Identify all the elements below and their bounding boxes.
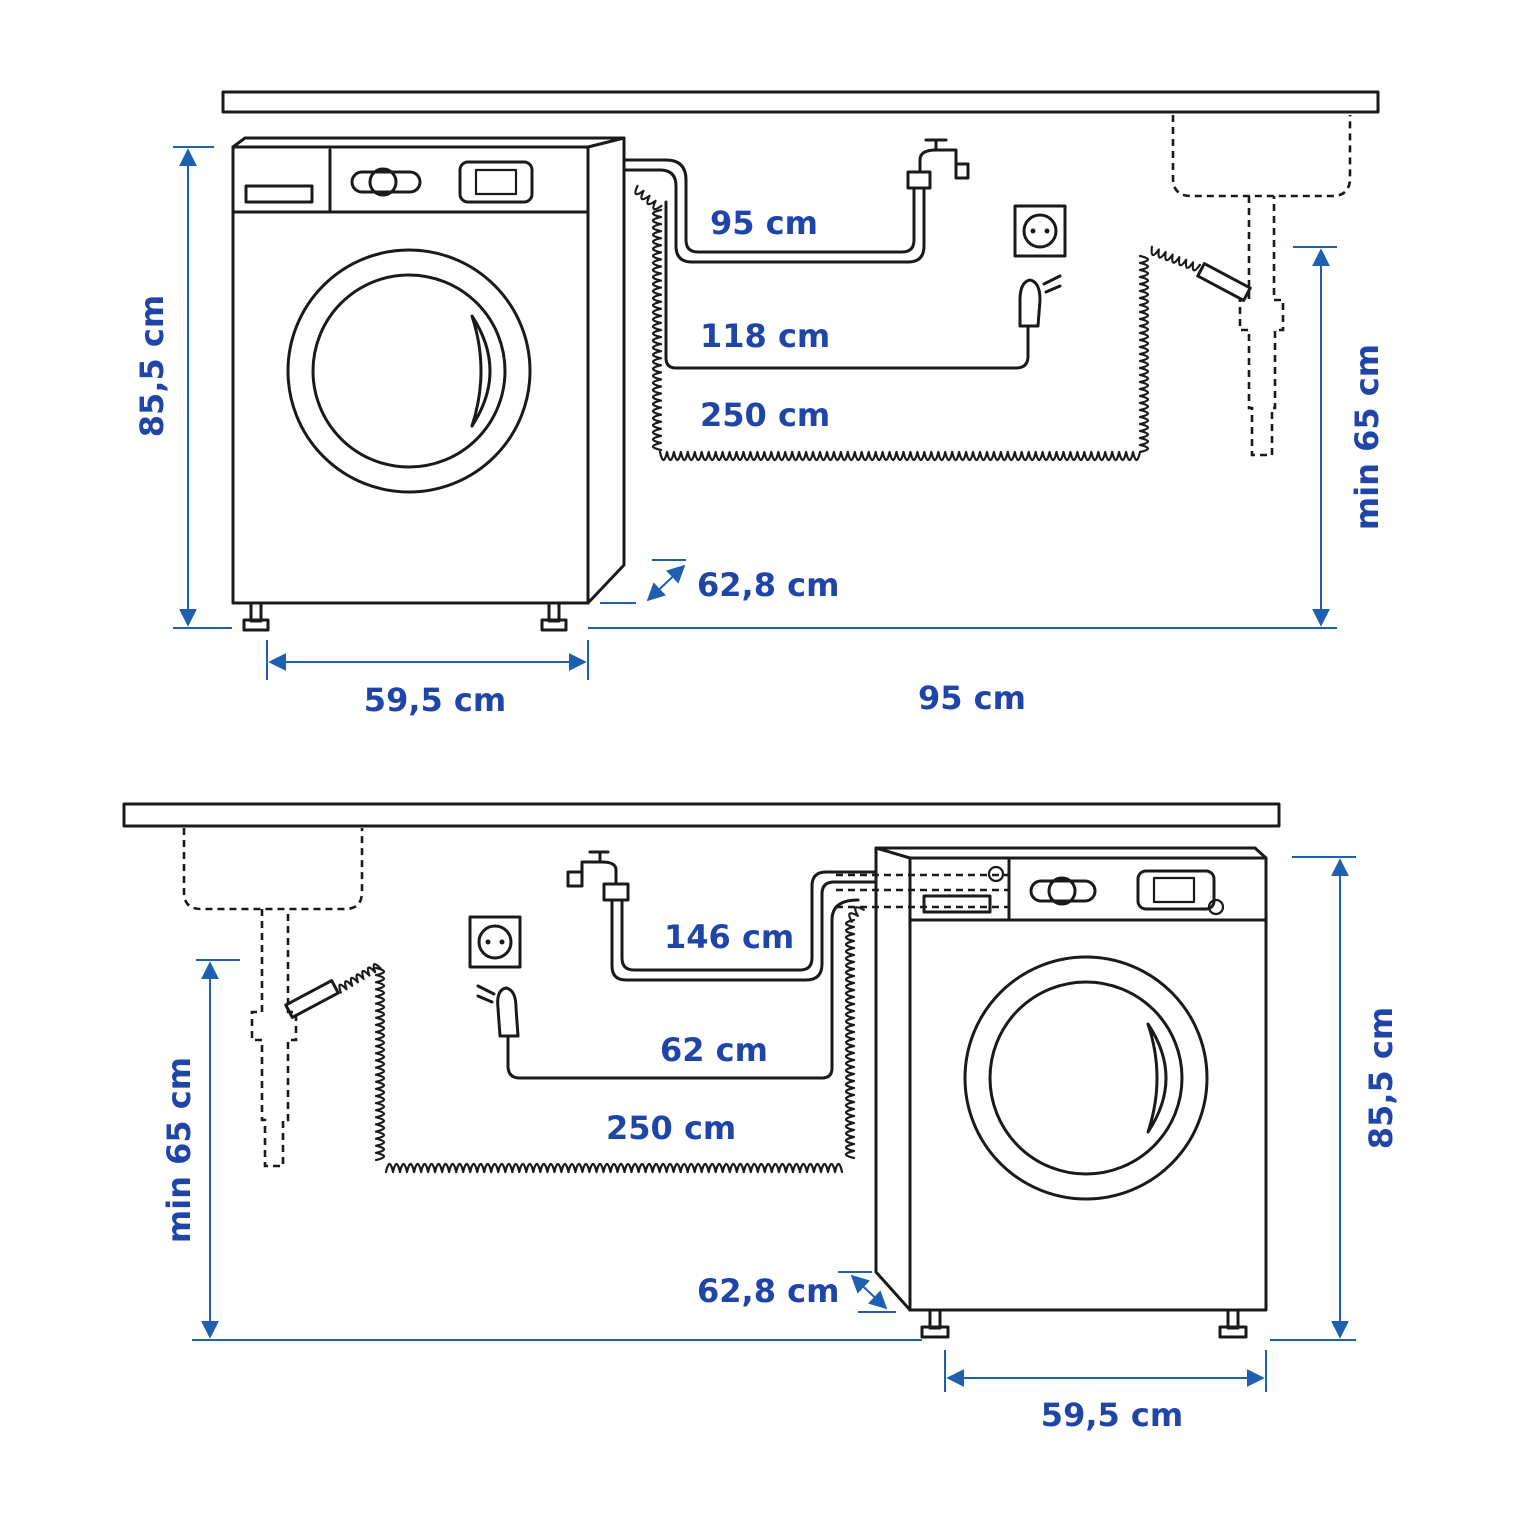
drain-height-label: min 65 cm (160, 1057, 198, 1243)
detergent-drawer (922, 894, 992, 914)
drain-hose-end (1196, 262, 1252, 302)
power-cord-label: 118 cm (700, 317, 830, 355)
plug-icon (476, 984, 520, 1038)
height-dimension: 85,5 cm (133, 146, 232, 629)
drain-distance-label: 95 cm (918, 679, 1026, 717)
program-dial (350, 167, 422, 197)
plug-icon (1018, 274, 1062, 328)
countertop (221, 90, 1380, 114)
width-dimension: 59,5 cm (266, 640, 589, 719)
drain-hose-label: 250 cm (700, 396, 830, 434)
drain-hose-coil (1150, 245, 1201, 272)
drain-height-label: min 65 cm (1348, 344, 1386, 530)
display-panel (1136, 869, 1216, 911)
drain-hose (634, 184, 1252, 462)
foot (928, 1308, 942, 1330)
inlet-hose (610, 870, 878, 982)
inlet-hose-label: 95 cm (710, 204, 818, 242)
height-label: 85,5 cm (1362, 1007, 1400, 1149)
detergent-drawer (244, 184, 314, 204)
drain-height-dimension: min 65 cm (1293, 246, 1386, 627)
depth-dimension: 62,8 cm (697, 1271, 896, 1313)
water-tap-icon (566, 850, 630, 902)
power-cord (506, 898, 860, 1080)
depth-label: 62,8 cm (697, 1272, 839, 1310)
height-label: 85,5 cm (133, 295, 171, 437)
door-icon (286, 248, 532, 494)
foot (547, 601, 561, 623)
top-diagram: 85,5 cm 59,5 cm 62,8 cm min 65 cm 95 cm … (133, 90, 1386, 719)
width-label: 59,5 cm (364, 681, 506, 719)
drain-hose-label: 250 cm (606, 1109, 736, 1147)
inlet-hose (622, 158, 926, 264)
countertop (122, 802, 1281, 828)
washing-machine (231, 136, 626, 632)
display-panel (458, 160, 534, 204)
drain-hose-end (284, 979, 340, 1019)
door-icon (963, 955, 1209, 1201)
sink (1171, 115, 1352, 457)
socket-icon (1013, 204, 1067, 258)
drain-height-dimension: min 65 cm (160, 959, 240, 1339)
drain-hose-coil (634, 184, 663, 211)
drain-hose-coil (338, 963, 382, 994)
depth-label: 62,8 cm (697, 566, 839, 604)
width-dimension: 59,5 cm (944, 1350, 1267, 1434)
bottom-diagram: 85,5 cm 59,5 cm 62,8 cm min 65 cm 146 cm… (122, 802, 1400, 1434)
program-dial (1029, 876, 1097, 906)
depth-dimension: 62,8 cm (600, 559, 839, 604)
power-cord-label: 62 cm (660, 1031, 768, 1069)
height-dimension: 85,5 cm (1270, 856, 1400, 1341)
drain-hose (284, 906, 865, 1174)
washing-machine (836, 846, 1268, 1339)
power-cord (664, 200, 1030, 370)
water-tap-icon (906, 138, 970, 190)
inlet-hose-label: 146 cm (664, 918, 794, 956)
sink (182, 828, 364, 1168)
socket-icon (468, 915, 522, 969)
foot (249, 601, 263, 623)
foot (1226, 1308, 1240, 1330)
width-label: 59,5 cm (1041, 1396, 1183, 1434)
